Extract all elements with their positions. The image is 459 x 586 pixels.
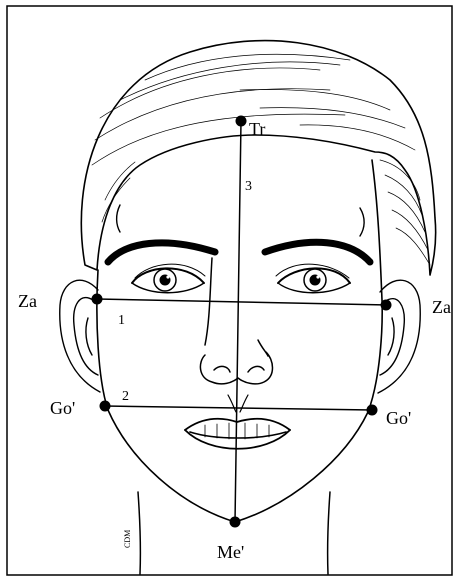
artist-signature: CDM	[123, 530, 132, 548]
zygion-right-point	[381, 300, 392, 311]
trichion-point	[236, 116, 247, 127]
measurement-label-3: 3	[245, 179, 252, 194]
measurement-label-1: 1	[118, 313, 125, 328]
label-menton: Me'	[217, 542, 244, 562]
gonion-left-point	[100, 401, 111, 412]
menton-point	[230, 517, 241, 528]
label-gonion-left: Go'	[50, 398, 75, 418]
gonion-right-point	[367, 405, 378, 416]
figure-frame	[7, 6, 452, 575]
label-zygion-left: Za	[18, 291, 37, 311]
measurement-label-2: 2	[122, 389, 129, 404]
label-gonion-right: Go'	[386, 408, 411, 428]
label-zygion-right: Za	[432, 297, 451, 317]
label-trichion: Tr	[249, 119, 265, 139]
zygion-left-point	[92, 294, 103, 305]
